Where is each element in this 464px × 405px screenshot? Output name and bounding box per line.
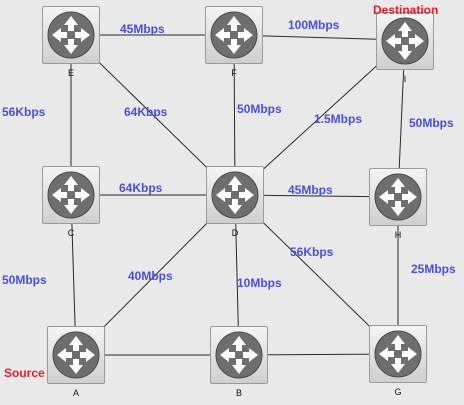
node-label-C: C — [67, 228, 75, 238]
router-icon — [52, 331, 100, 379]
router-icon — [374, 330, 422, 378]
bandwidth-label-F-I: 100Mbps — [288, 18, 340, 32]
router-icon — [210, 11, 258, 59]
router-icon — [215, 331, 263, 379]
router-icon — [47, 11, 95, 59]
node-label-F: F — [231, 68, 237, 78]
source-label: Source — [4, 366, 45, 380]
node-label-B: B — [235, 388, 242, 398]
bandwidth-label-C-A: 50Mbps — [2, 273, 47, 287]
router-node-B[interactable] — [210, 326, 268, 384]
node-label-G: G — [394, 387, 402, 397]
destination-label: Destination — [373, 3, 439, 17]
node-label-H: H — [394, 230, 402, 240]
router-icon — [47, 171, 95, 219]
router-icon — [374, 173, 422, 221]
bandwidth-label-E-C: 56Kbps — [2, 105, 46, 119]
router-node-H[interactable] — [369, 168, 427, 226]
bandwidth-label-D-H: 45Mbps — [288, 183, 333, 197]
router-node-D[interactable] — [206, 166, 264, 224]
router-node-G[interactable] — [369, 325, 427, 383]
bandwidth-label-D-B: 10Mbps — [237, 276, 282, 290]
router-icon — [211, 171, 259, 219]
router-node-I[interactable] — [376, 12, 434, 70]
node-label-A: A — [72, 388, 79, 398]
bandwidth-label-I-D: 1.5Mbps — [314, 112, 363, 126]
bandwidth-label-F-D: 50Mbps — [237, 102, 282, 116]
router-node-F[interactable] — [205, 6, 263, 64]
node-label-E: E — [67, 68, 74, 78]
bandwidth-label-C-D: 64Kbps — [119, 181, 163, 195]
bandwidth-label-E-F: 45Mbps — [120, 22, 165, 36]
node-label-I: I — [403, 74, 407, 84]
router-node-E[interactable] — [42, 6, 100, 64]
bandwidth-label-I-H: 50Mbps — [409, 116, 454, 130]
node-label-D: D — [231, 228, 239, 238]
bandwidth-label-D-G: 56Kbps — [290, 245, 334, 259]
router-node-C[interactable] — [42, 166, 100, 224]
bandwidth-label-A-D: 40Mbps — [128, 269, 173, 283]
bandwidth-label-H-G: 25Mbps — [411, 262, 456, 276]
bandwidth-label-E-D: 64Kbps — [124, 105, 168, 119]
router-node-A[interactable] — [47, 326, 105, 384]
router-icon — [381, 17, 429, 65]
